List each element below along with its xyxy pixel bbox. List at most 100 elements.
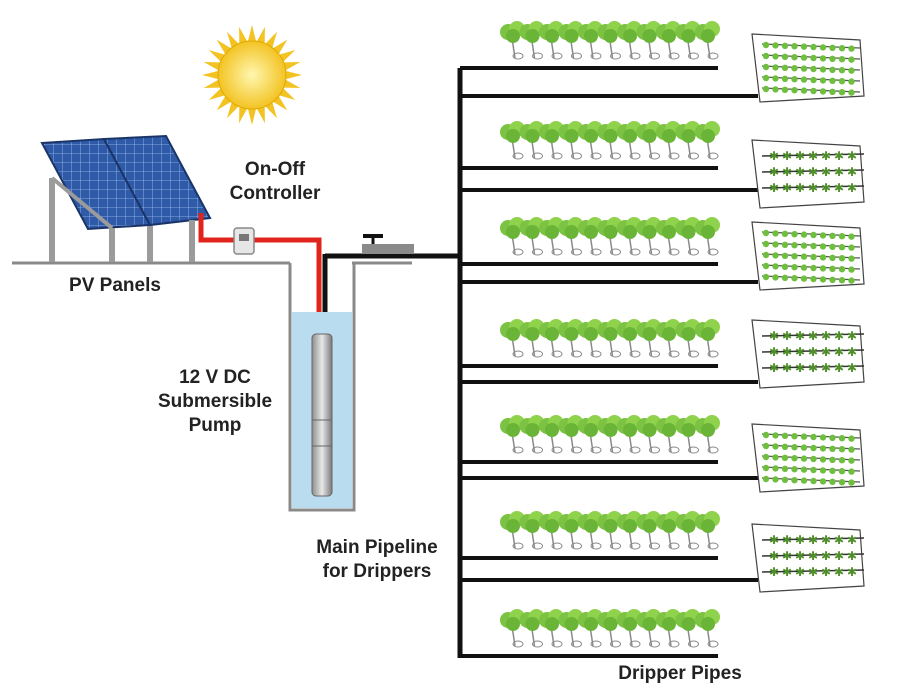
field-icon — [751, 221, 865, 291]
svg-text:✱: ✱ — [847, 149, 857, 163]
svg-text:✱: ✱ — [821, 345, 831, 359]
plant-icon — [558, 21, 584, 60]
svg-text:✱: ✱ — [821, 149, 831, 163]
plant-icon — [539, 217, 564, 256]
plant-icon — [578, 511, 603, 550]
plant-icon — [578, 319, 603, 358]
plant-icon — [636, 121, 662, 160]
svg-text:✱: ✱ — [847, 533, 857, 547]
svg-text:✱: ✱ — [808, 345, 818, 359]
svg-text:✱: ✱ — [795, 549, 805, 563]
svg-text:✱: ✱ — [808, 329, 818, 343]
plant-icon — [675, 609, 701, 648]
plant-icon — [500, 21, 525, 60]
svg-text:✱: ✱ — [795, 533, 805, 547]
dripper-rows — [460, 21, 758, 658]
plant-icon — [539, 319, 564, 358]
plant-icon — [519, 511, 545, 550]
plant-icon — [636, 319, 662, 358]
plant-icon — [695, 415, 720, 454]
svg-text:✱: ✱ — [782, 549, 792, 563]
svg-text:✱: ✱ — [821, 181, 831, 195]
plant-icon — [695, 217, 720, 256]
plant-icon — [500, 609, 525, 648]
plant-icon — [558, 319, 584, 358]
plant-icon — [500, 511, 525, 550]
svg-text:✱: ✱ — [847, 181, 857, 195]
svg-text:✱: ✱ — [782, 149, 792, 163]
plant-icon — [597, 121, 623, 160]
plant-icon — [617, 21, 642, 60]
plant-icon — [578, 609, 603, 648]
svg-text:✱: ✱ — [847, 549, 857, 563]
plant-icon — [539, 415, 564, 454]
plant-icon — [695, 319, 720, 358]
plant-icon — [656, 609, 681, 648]
svg-text:✱: ✱ — [769, 549, 779, 563]
plant-icon — [675, 511, 701, 550]
svg-text:✱: ✱ — [847, 329, 857, 343]
plant-icon — [636, 217, 662, 256]
svg-text:✱: ✱ — [795, 361, 805, 375]
svg-text:✱: ✱ — [769, 565, 779, 579]
plant-icon — [578, 415, 603, 454]
svg-text:✱: ✱ — [847, 565, 857, 579]
dripper-pipes-label: Dripper Pipes — [618, 663, 742, 684]
plant-icon — [578, 121, 603, 160]
plant-icon — [656, 21, 681, 60]
svg-text:✱: ✱ — [834, 329, 844, 343]
svg-text:✱: ✱ — [808, 149, 818, 163]
plant-icon — [597, 415, 623, 454]
svg-text:✱: ✱ — [782, 533, 792, 547]
svg-text:✱: ✱ — [821, 549, 831, 563]
plant-icon — [656, 121, 681, 160]
plant-icon — [675, 21, 701, 60]
field-icon: ✱✱✱✱✱✱✱✱✱✱✱✱✱✱✱✱✱✱✱✱✱ — [751, 139, 865, 209]
plant-icon — [539, 609, 564, 648]
plant-icon — [519, 415, 545, 454]
svg-text:✱: ✱ — [834, 361, 844, 375]
plant-icon — [617, 121, 642, 160]
svg-text:✱: ✱ — [782, 329, 792, 343]
svg-text:✱: ✱ — [795, 181, 805, 195]
dripper-row — [460, 609, 720, 658]
plant-icon — [617, 609, 642, 648]
svg-text:✱: ✱ — [847, 361, 857, 375]
solar-panel-icon — [40, 134, 212, 262]
plant-icon — [500, 121, 525, 160]
plant-icon — [636, 511, 662, 550]
plant-icon — [539, 121, 564, 160]
svg-text:✱: ✱ — [795, 565, 805, 579]
svg-text:✱: ✱ — [834, 549, 844, 563]
svg-text:✱: ✱ — [782, 165, 792, 179]
svg-text:✱: ✱ — [821, 329, 831, 343]
plant-icon — [636, 415, 662, 454]
plant-icon — [597, 319, 623, 358]
plant-icon — [695, 21, 720, 60]
plant-icon — [656, 511, 681, 550]
sun-icon — [202, 25, 302, 125]
svg-text:✱: ✱ — [795, 329, 805, 343]
plant-icon — [500, 415, 525, 454]
svg-text:✱: ✱ — [821, 533, 831, 547]
plant-icon — [636, 21, 662, 60]
svg-text:✱: ✱ — [808, 361, 818, 375]
svg-text:✱: ✱ — [795, 165, 805, 179]
svg-text:✱: ✱ — [834, 165, 844, 179]
svg-text:✱: ✱ — [834, 345, 844, 359]
plant-icon — [558, 217, 584, 256]
svg-text:✱: ✱ — [795, 149, 805, 163]
svg-text:✱: ✱ — [769, 533, 779, 547]
svg-text:✱: ✱ — [834, 565, 844, 579]
dripper-row — [460, 217, 720, 266]
dripper-row — [460, 415, 720, 464]
plant-icon — [656, 217, 681, 256]
dripper-row — [460, 511, 720, 560]
pv-panels-label: PV Panels — [69, 275, 161, 296]
svg-text:✱: ✱ — [834, 149, 844, 163]
svg-text:✱: ✱ — [782, 361, 792, 375]
plant-icon — [656, 415, 681, 454]
field-icon: ✱✱✱✱✱✱✱✱✱✱✱✱✱✱✱✱✱✱✱✱✱ — [751, 523, 865, 593]
